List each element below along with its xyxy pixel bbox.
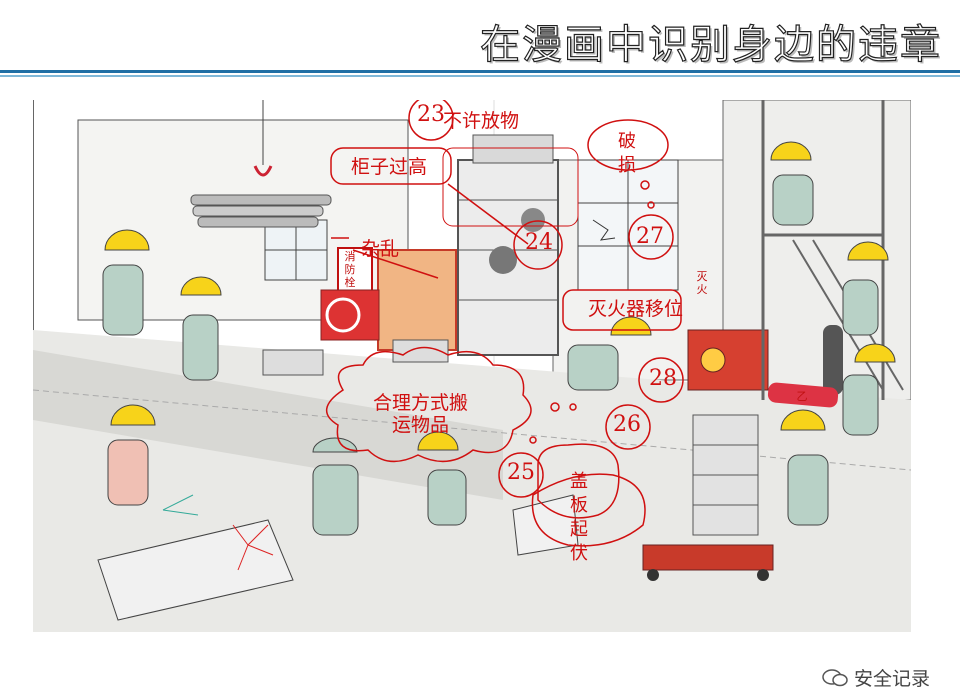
violation-number-28: 28 bbox=[649, 366, 677, 391]
slide-title: 在漫画中识别身边的违章 bbox=[479, 21, 942, 68]
cartoon-scene: 23 不许放物 柜子过高 24 杂乱 破 损 27 灭火器移位 28 合理方式搬… bbox=[32, 95, 912, 632]
violation-number-26: 26 bbox=[613, 412, 641, 437]
label-carry-properly: 合理方式搬 运物品 bbox=[373, 392, 469, 436]
gas-cylinder-label: 乙 bbox=[796, 390, 808, 403]
fire-sign: 灭 火 bbox=[696, 270, 708, 296]
title-divider-light bbox=[0, 75, 960, 77]
label-messy: 杂乱 bbox=[361, 238, 400, 260]
wechat-icon bbox=[822, 669, 848, 687]
label-extinguisher-moved: 灭火器移位 bbox=[588, 298, 684, 320]
label-cabinet-too-high: 柜子过高 bbox=[351, 156, 428, 178]
scene-drawing bbox=[32, 95, 912, 632]
label-cover-uneven: 盖 板 起 伏 bbox=[570, 471, 588, 564]
watermark-text: 安全记录 bbox=[853, 668, 930, 690]
label-no-placing: 不许放物 bbox=[443, 110, 520, 132]
watermark: 安全记录 bbox=[822, 664, 930, 691]
title-divider bbox=[0, 70, 960, 73]
violation-number-23: 23 bbox=[417, 102, 445, 127]
violation-number-27: 27 bbox=[636, 224, 664, 249]
label-broken: 破 损 bbox=[618, 131, 636, 176]
violation-number-25: 25 bbox=[507, 460, 535, 485]
violation-number-24: 24 bbox=[525, 230, 553, 255]
hydrant-sign: 消 防 栓 bbox=[344, 250, 356, 289]
